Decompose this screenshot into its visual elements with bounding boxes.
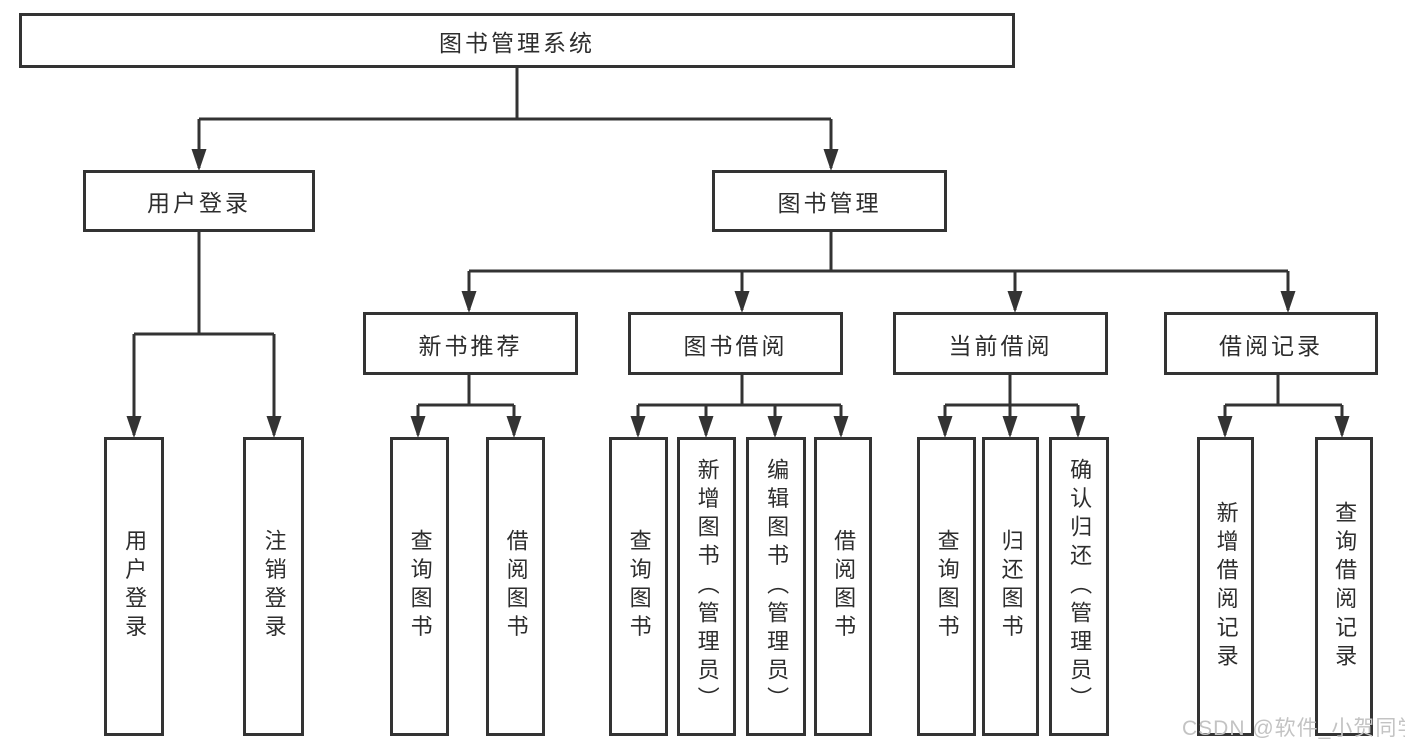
- leaf-query-borrow-record: 查询借阅记录: [1315, 437, 1373, 736]
- node-new-book-recommend: 新书推荐: [363, 312, 578, 375]
- leaf-edit-books-admin: 编辑图书（管理员）: [746, 437, 806, 736]
- csdn-watermark: CSDN @软件_小贺同学: [1182, 717, 1405, 740]
- leaf-confirm-return-admin: 确认归还（管理员）: [1049, 437, 1109, 736]
- arrowheads: [126, 149, 1350, 438]
- node-borrowing-records: 借阅记录: [1164, 312, 1378, 375]
- root-node-library-system: 图书管理系统: [19, 13, 1015, 68]
- leaf-return-books: 归还图书: [982, 437, 1039, 736]
- node-book-management: 图书管理: [712, 170, 947, 232]
- node-user-login: 用户登录: [83, 170, 315, 232]
- node-current-borrowing: 当前借阅: [893, 312, 1108, 375]
- leaf-logout: 注销登录: [243, 437, 304, 736]
- leaf-user-login: 用户登录: [104, 437, 164, 736]
- leaf-borrow-books-recommend: 借阅图书: [486, 437, 545, 736]
- leaf-query-books-recommend: 查询图书: [390, 437, 449, 736]
- leaf-query-books-current: 查询图书: [917, 437, 976, 736]
- leaf-query-books-borrowing: 查询图书: [609, 437, 668, 736]
- node-book-borrowing: 图书借阅: [628, 312, 843, 375]
- leaf-borrow-books-borrowing: 借阅图书: [814, 437, 872, 736]
- leaf-add-books-admin: 新增图书（管理员）: [677, 437, 736, 736]
- leaf-add-borrow-record: 新增借阅记录: [1197, 437, 1254, 736]
